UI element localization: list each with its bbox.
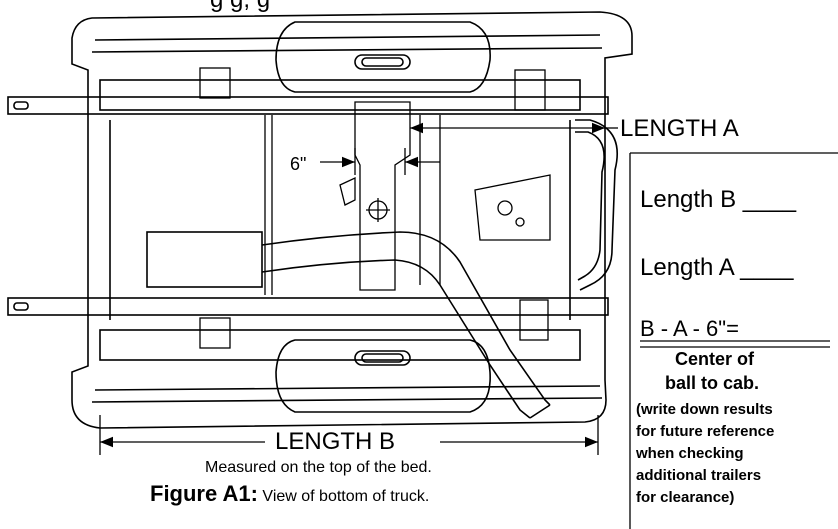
truck-body xyxy=(71,11,633,429)
figure-caption-text: View of bottom of truck. xyxy=(257,488,430,505)
lower-cross-member xyxy=(7,297,609,316)
figure-caption: Figure A1: View of bottom of truck. xyxy=(150,483,429,505)
worksheet-box xyxy=(629,152,838,529)
figure-caption-prefix: Figure A1: xyxy=(150,481,258,506)
top-caption-fragment: g g, g xyxy=(210,0,270,12)
length-a-label: LENGTH A xyxy=(620,115,739,142)
top-tire-tub xyxy=(275,21,491,93)
worksheet-length-b: Length B ____ xyxy=(640,186,797,213)
six-inch-label: 6" xyxy=(290,154,307,174)
worksheet-note-3: when checking xyxy=(636,445,744,462)
length-b-label: LENGTH B xyxy=(275,428,396,455)
worksheet-note-4: additional trailers xyxy=(636,467,762,484)
six-inch-dimension xyxy=(320,148,440,175)
measured-note: Measured on the top of the bed. xyxy=(205,459,432,476)
worksheet-note-1: (write down results xyxy=(636,401,773,418)
worksheet-formula: B - A - 6"= xyxy=(640,316,739,341)
upper-cross-member xyxy=(7,96,609,115)
worksheet-note-5: for clearance) xyxy=(636,489,735,506)
worksheet-note-2: for future reference xyxy=(636,423,775,440)
length-b-dimension xyxy=(99,415,599,455)
chassis-details xyxy=(199,67,551,349)
rear-exhaust-pipe xyxy=(575,119,619,291)
worksheet-length-a: Length A ____ xyxy=(640,254,794,281)
worksheet-result-line2: ball to cab. xyxy=(665,373,760,393)
bottom-tire-tub xyxy=(275,339,491,413)
muffler xyxy=(146,231,551,419)
worksheet-result-line1: Center of xyxy=(675,349,755,369)
